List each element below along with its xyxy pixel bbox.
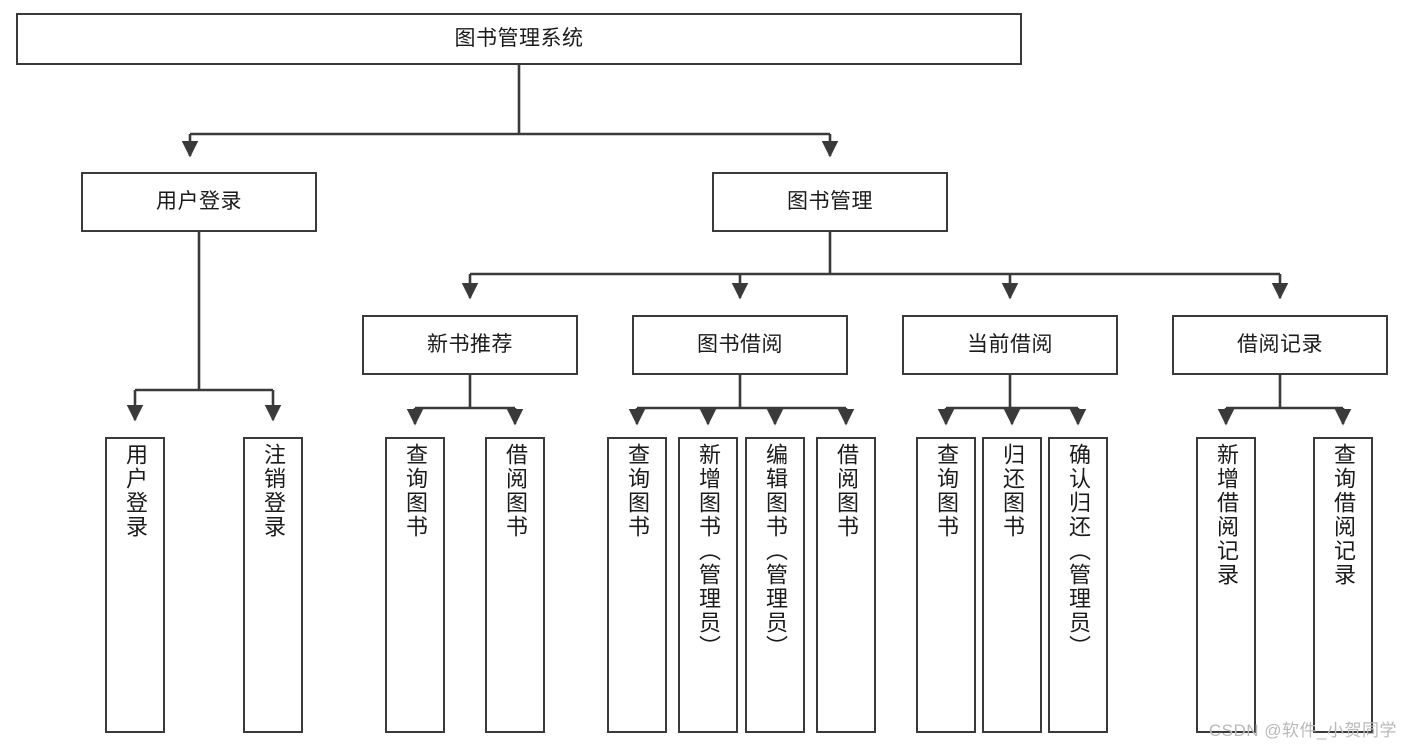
node-leaf-query-record-label: 查询借阅记录 xyxy=(1331,443,1356,587)
node-leaf-borrow-book-rec[interactable]: 借阅图书 xyxy=(485,437,545,733)
node-leaf-user-login[interactable]: 用户登录 xyxy=(105,437,165,733)
node-leaf-query-book-cur[interactable]: 查询图书 xyxy=(916,437,976,733)
node-leaf-query-book-cur-label: 查询图书 xyxy=(934,443,959,539)
node-leaf-add-book[interactable]: 新增图书（管理员） xyxy=(678,437,738,733)
node-leaf-query-book-rec-label: 查询图书 xyxy=(403,443,428,539)
watermark-text: CSDN @软件_小贺同学 xyxy=(1208,721,1397,740)
node-leaf-edit-book-label: 编辑图书（管理员） xyxy=(763,443,788,659)
node-leaf-add-book-label: 新增图书（管理员） xyxy=(696,443,721,659)
node-leaf-query-book-rec[interactable]: 查询图书 xyxy=(385,437,445,733)
node-leaf-query-book-borrow[interactable]: 查询图书 xyxy=(607,437,667,733)
node-leaf-edit-book[interactable]: 编辑图书（管理员） xyxy=(745,437,805,733)
node-leaf-confirm-return[interactable]: 确认归还（管理员） xyxy=(1048,437,1108,733)
node-leaf-query-book-borrow-label: 查询图书 xyxy=(625,443,650,539)
node-leaf-borrow-book[interactable]: 借阅图书 xyxy=(816,437,876,733)
node-new-book-rec-label: 新书推荐 xyxy=(427,332,513,356)
node-book-borrow[interactable]: 图书借阅 xyxy=(632,315,848,375)
node-leaf-return-book[interactable]: 归还图书 xyxy=(982,437,1042,733)
node-leaf-logout[interactable]: 注销登录 xyxy=(243,437,303,733)
node-current-borrow[interactable]: 当前借阅 xyxy=(902,315,1118,375)
node-current-borrow-label: 当前借阅 xyxy=(967,332,1053,356)
node-book-borrow-label: 图书借阅 xyxy=(697,332,783,356)
node-book-manage[interactable]: 图书管理 xyxy=(712,172,948,232)
node-leaf-logout-label: 注销登录 xyxy=(261,443,286,539)
node-leaf-return-book-label: 归还图书 xyxy=(1000,443,1025,539)
node-leaf-user-login-label: 用户登录 xyxy=(123,443,148,539)
node-leaf-add-record[interactable]: 新增借阅记录 xyxy=(1196,437,1256,733)
node-user-login-label: 用户登录 xyxy=(156,189,242,213)
node-root[interactable]: 图书管理系统 xyxy=(16,13,1022,65)
node-leaf-query-record[interactable]: 查询借阅记录 xyxy=(1313,437,1373,733)
node-leaf-borrow-book-rec-label: 借阅图书 xyxy=(503,443,528,539)
node-new-book-rec[interactable]: 新书推荐 xyxy=(362,315,578,375)
node-leaf-borrow-book-label: 借阅图书 xyxy=(834,443,859,539)
node-user-login[interactable]: 用户登录 xyxy=(81,172,317,232)
node-leaf-add-record-label: 新增借阅记录 xyxy=(1214,443,1239,587)
node-borrow-record[interactable]: 借阅记录 xyxy=(1172,315,1388,375)
node-book-manage-label: 图书管理 xyxy=(787,189,873,213)
node-borrow-record-label: 借阅记录 xyxy=(1237,332,1323,356)
node-leaf-confirm-return-label: 确认归还（管理员） xyxy=(1066,443,1091,659)
node-root-label: 图书管理系统 xyxy=(454,26,584,50)
